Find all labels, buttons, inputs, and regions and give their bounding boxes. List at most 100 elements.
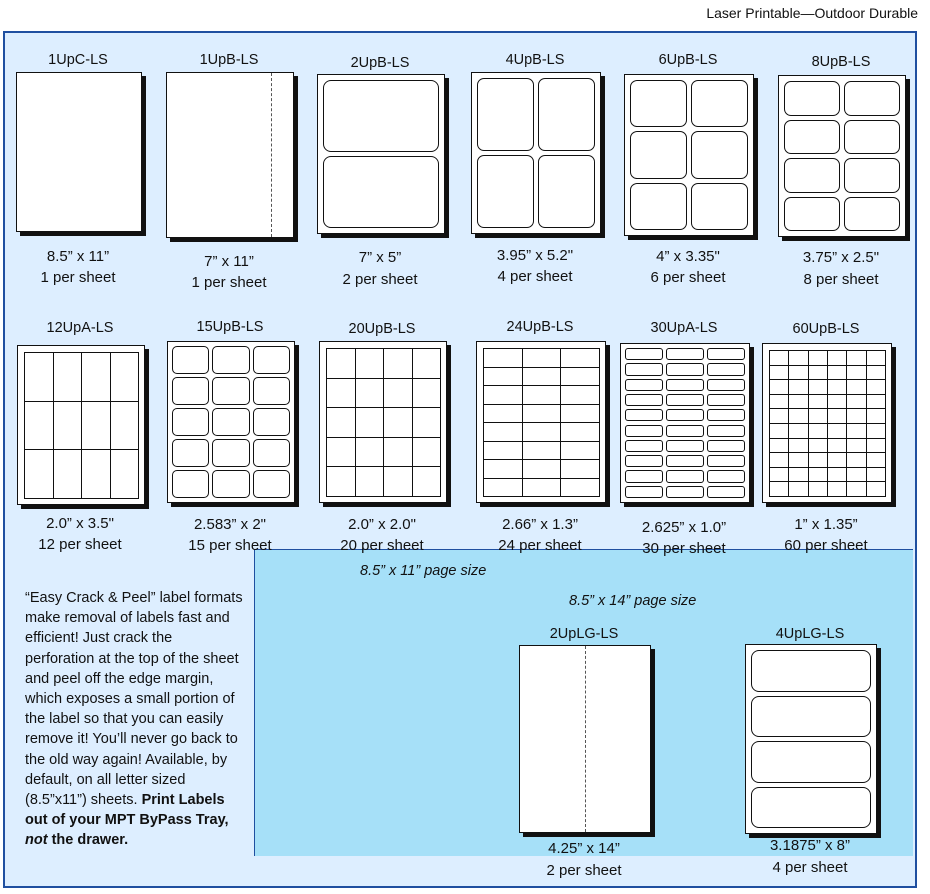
- label-cell: [483, 422, 523, 442]
- label-cell: [383, 348, 413, 379]
- label-cell: [827, 481, 848, 497]
- label-dimensions: 2.0” x 3.5": [46, 515, 114, 532]
- label-cell: [865, 481, 886, 497]
- label-cell: [707, 470, 745, 483]
- label-cell: [666, 393, 704, 407]
- label-cell: [521, 422, 562, 442]
- label-cell: [24, 449, 54, 499]
- label-cell: [326, 436, 356, 468]
- label-cell: [666, 378, 704, 391]
- label-cell: [625, 409, 663, 422]
- label-cell: [172, 470, 210, 498]
- labels-per-sheet: 4 per sheet: [772, 859, 848, 876]
- label-sheet: [778, 75, 906, 237]
- label-dimensions: 8.5” x 11”: [46, 248, 110, 265]
- label-cell: [477, 155, 534, 228]
- label-cell: [483, 459, 523, 479]
- label-cell: [788, 481, 809, 497]
- label-cell: [707, 439, 745, 453]
- label-cell: [807, 350, 828, 366]
- label-cell: [788, 437, 809, 454]
- label-cell: [844, 158, 900, 193]
- label-cell: [788, 364, 809, 381]
- label-cell: [666, 455, 704, 468]
- label-cell: [326, 466, 356, 497]
- label-cell: [172, 439, 210, 467]
- label-cell: [807, 466, 828, 483]
- label-cell: [827, 452, 848, 468]
- label-cell: [625, 439, 663, 453]
- label-cell: [252, 439, 290, 467]
- label-cell: [354, 407, 384, 438]
- label-cell: [109, 352, 139, 402]
- label-cell: [538, 155, 595, 228]
- label-cell: [560, 403, 600, 423]
- label-dimensions: 7” x 5”: [358, 249, 402, 266]
- label-cell: [625, 485, 663, 498]
- format-code: 2UpB-LS: [350, 55, 410, 71]
- label-cell: [521, 440, 562, 460]
- label-cell: [827, 466, 848, 483]
- label-cell: [807, 393, 828, 410]
- label-dimensions: 4.25” x 14”: [548, 840, 620, 857]
- label-cell: [383, 466, 413, 497]
- label-cell: [769, 408, 790, 424]
- label-cell: [411, 466, 441, 497]
- labels-per-sheet: 6 per sheet: [650, 269, 726, 286]
- label-cell: [807, 481, 828, 497]
- label-cell: [846, 379, 867, 395]
- label-cell: [846, 466, 867, 483]
- label-cell: [807, 408, 828, 424]
- label-cell: [865, 423, 886, 439]
- label-sheet: [519, 645, 651, 833]
- label-cell: [844, 81, 900, 116]
- label-cell: [751, 650, 871, 692]
- label-cell: [212, 470, 250, 498]
- label-cell: [769, 393, 790, 410]
- label-cell: [521, 477, 562, 497]
- label-cell: [769, 481, 790, 497]
- label-cell: [784, 81, 840, 116]
- label-cell: [483, 477, 523, 497]
- label-cell: [846, 408, 867, 424]
- label-sheet: [476, 341, 606, 503]
- format-code: 2UpLG-LS: [549, 626, 619, 642]
- label-dimensions: 3.1875” x 8”: [769, 837, 851, 854]
- label-cell: [666, 485, 704, 498]
- label-cell: [707, 378, 745, 391]
- label-cell: [846, 364, 867, 381]
- label-cell: [707, 348, 745, 361]
- labels-per-sheet: 20 per sheet: [340, 537, 424, 554]
- label-cell: [383, 436, 413, 468]
- label-cell: [326, 377, 356, 409]
- labels-per-sheet: 2 per sheet: [546, 862, 622, 879]
- format-code: 60UpB-LS: [792, 321, 860, 337]
- label-cell: [383, 407, 413, 438]
- label-cell: [630, 182, 687, 230]
- label-cell: [625, 470, 663, 483]
- labels-per-sheet: 1 per sheet: [191, 274, 267, 291]
- label-dimensions: 2.583” x 2": [193, 516, 267, 533]
- label-cell: [807, 379, 828, 395]
- label-cell: [788, 408, 809, 424]
- label-cell: [691, 182, 748, 230]
- label-cell: [560, 366, 600, 386]
- label-cell: [846, 452, 867, 468]
- label-cell: [666, 424, 704, 437]
- label-cell: [483, 348, 523, 368]
- perforation-line: [585, 646, 586, 832]
- label-cell: [323, 156, 439, 228]
- label-cell: [784, 119, 840, 154]
- label-cell: [483, 403, 523, 423]
- label-cell: [788, 350, 809, 366]
- label-cell: [81, 400, 111, 451]
- label-dimensions: 2.66” x 1.3”: [502, 516, 578, 533]
- label-cell: [691, 80, 748, 128]
- label-cell: [625, 393, 663, 407]
- format-code: 15UpB-LS: [196, 319, 264, 335]
- label-cell: [625, 378, 663, 391]
- label-cell: [788, 379, 809, 395]
- label-cell: [477, 78, 534, 151]
- label-cell: [560, 348, 600, 368]
- description-text: “Easy Crack & Peel” label formats make r…: [25, 590, 243, 849]
